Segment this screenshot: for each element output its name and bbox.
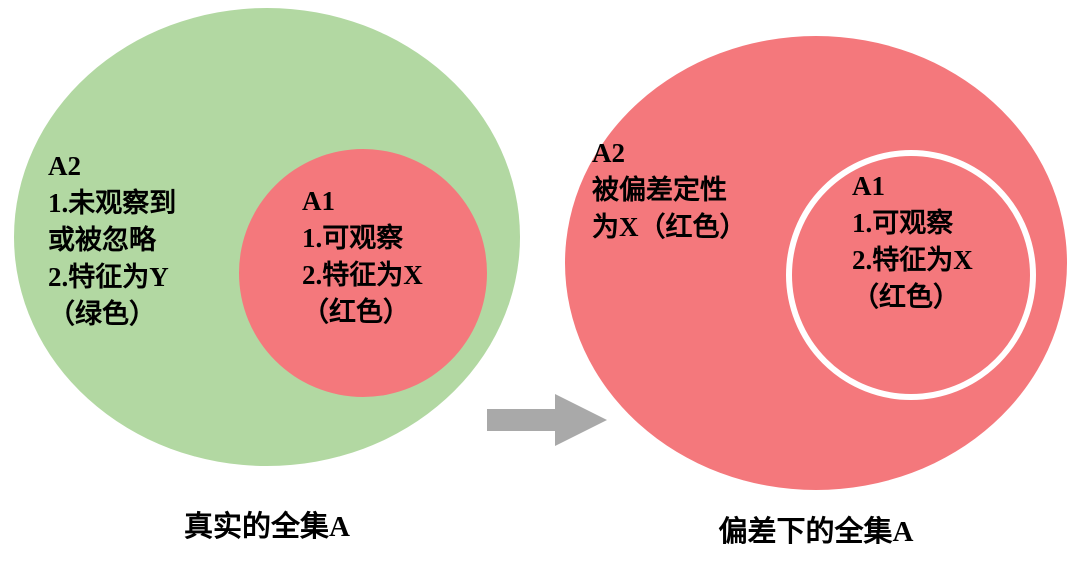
right-arrow-icon xyxy=(487,394,607,446)
left-a1-line: 2.特征为X xyxy=(302,260,423,290)
left-a2-title: A2 xyxy=(48,151,81,181)
left-a1-line: （红色） xyxy=(302,297,410,327)
right-a1-line: 2.特征为X xyxy=(852,245,973,275)
left-caption: 真实的全集A xyxy=(184,511,350,543)
right-a1-title: A1 xyxy=(852,171,885,201)
right-a1-line: 1.可观察 xyxy=(852,208,954,238)
right-a2-label: A2 被偏差定性 为X（红色） xyxy=(592,135,747,246)
transform-arrow xyxy=(487,394,607,446)
left-a2-line: 1.未观察到 xyxy=(48,188,177,218)
left-a2-line: （绿色） xyxy=(48,299,156,329)
right-a2-line: 被偏差定性 xyxy=(592,175,727,205)
right-a1-ringed-circle xyxy=(786,150,1036,400)
left-a1-title: A1 xyxy=(302,186,335,216)
left-a2-line: 2.特征为Y xyxy=(48,262,169,292)
left-a2-label: A2 1.未观察到 或被忽略 2.特征为Y （绿色） xyxy=(48,148,176,333)
right-caption: 偏差下的全集A xyxy=(718,516,914,548)
right-a1-label: A1 1.可观察 2.特征为X （红色） xyxy=(852,168,973,316)
right-a2-title: A2 xyxy=(592,138,625,168)
right-a2-line: 为X（红色） xyxy=(592,212,747,242)
left-a1-label: A1 1.可观察 2.特征为X （红色） xyxy=(302,183,423,331)
left-a1-line: 1.可观察 xyxy=(302,223,404,253)
left-a2-line: 或被忽略 xyxy=(48,225,156,255)
left-a1-red-circle xyxy=(239,149,487,397)
right-a1-line: （红色） xyxy=(852,282,960,312)
